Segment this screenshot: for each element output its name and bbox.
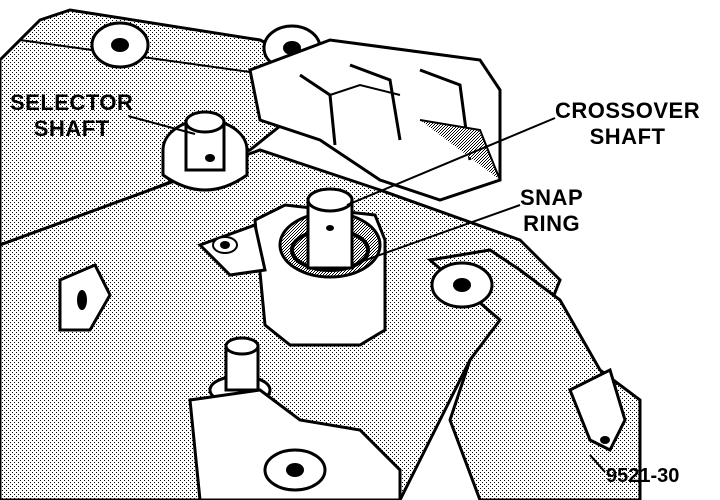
snap-ring-label: SNAP RING: [520, 185, 584, 236]
top-bolt-boss-left: [90, 21, 150, 69]
selector-shaft-leader: [127, 115, 196, 135]
selector-shaft: [184, 110, 226, 172]
bottom-bolt-boss: [263, 448, 327, 492]
crossover-shaft: [306, 187, 354, 270]
crossover-shaft-leader: [346, 117, 556, 206]
figure-number-leader: [589, 454, 606, 473]
selector-shaft-label: SELECTOR SHAFT: [10, 90, 134, 141]
crossover-shaft-label: CROSSOVER SHAFT: [555, 98, 701, 149]
lower-wall: [188, 388, 402, 500]
snap-ring-leader: [359, 204, 521, 263]
upper-right-ribs: [248, 38, 502, 202]
figure-number: 9521-30: [606, 465, 680, 487]
right-bolt-boss: [430, 261, 494, 309]
